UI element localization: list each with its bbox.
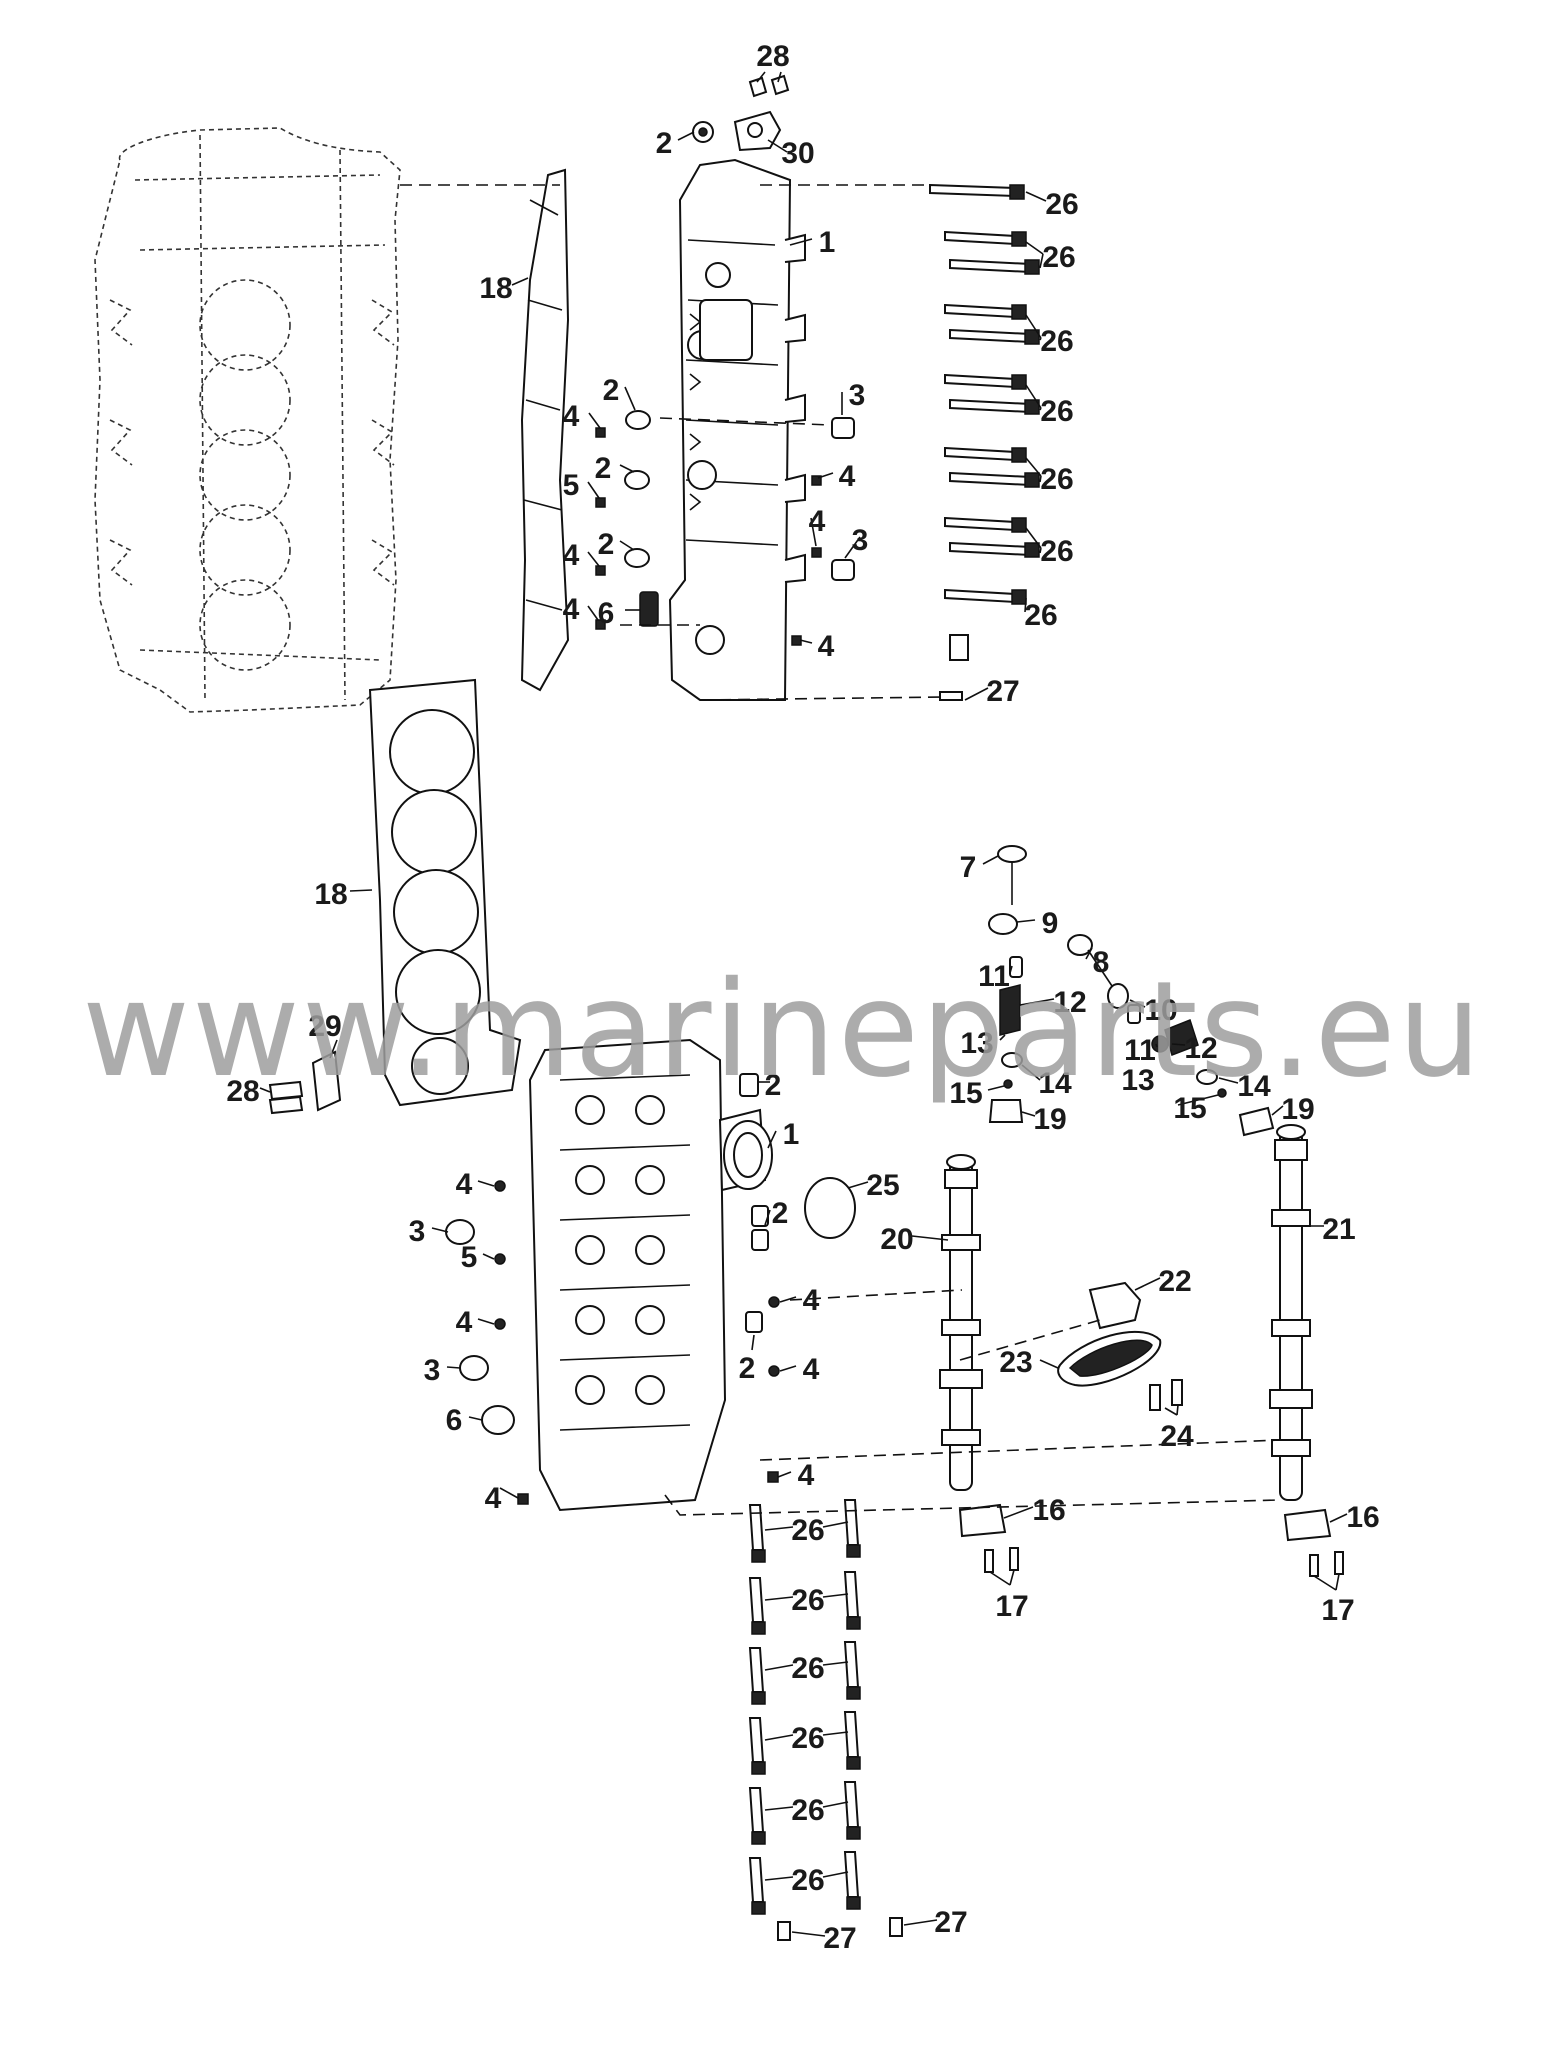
callout-14: 14	[1237, 1070, 1271, 1103]
callout-17: 17	[995, 1590, 1028, 1623]
callout-23: 23	[999, 1346, 1032, 1379]
callout-2: 2	[765, 1069, 782, 1102]
cam-caps	[958, 1503, 1344, 1577]
callout-11: 11	[978, 960, 1010, 993]
callout-10: 10	[1144, 994, 1177, 1027]
cylinder-head-lower	[528, 1038, 773, 1512]
timing-chain-parts	[1057, 1281, 1183, 1411]
callout-2: 2	[772, 1197, 789, 1230]
callout-4: 4	[798, 1459, 815, 1492]
callout-5: 5	[563, 469, 580, 502]
callout-6: 6	[598, 597, 615, 630]
callout-26: 26	[1024, 599, 1057, 632]
callout-27: 27	[823, 1922, 856, 1955]
callout-11: 11	[1124, 1034, 1156, 1067]
callout-17: 17	[1321, 1594, 1354, 1627]
callout-26: 26	[791, 1514, 824, 1547]
leader-lines	[259, 71, 1348, 1937]
callout-13: 13	[1121, 1064, 1154, 1097]
callout-27: 27	[934, 1906, 967, 1939]
watermark-text: www.marineparts.eu	[82, 953, 1483, 1107]
head-gasket-upper	[520, 168, 570, 692]
callout-2: 2	[739, 1352, 756, 1385]
callout-12: 12	[1184, 1032, 1217, 1065]
callout-3: 3	[852, 524, 869, 557]
callout-4: 4	[803, 1284, 820, 1317]
callout-28: 28	[226, 1075, 259, 1108]
callout-13: 13	[960, 1027, 993, 1060]
callout-18: 18	[314, 878, 347, 911]
callout-18: 18	[479, 272, 512, 305]
callout-4: 4	[485, 1482, 502, 1515]
callout-26: 26	[1040, 325, 1073, 358]
head-gasket-lower	[368, 678, 522, 1107]
camshaft-20	[939, 1154, 983, 1491]
callout-2: 2	[656, 127, 673, 160]
callout-4: 4	[456, 1306, 473, 1339]
callout-26: 26	[791, 1722, 824, 1755]
callout-4: 4	[809, 505, 826, 538]
callout-26: 26	[1040, 463, 1073, 496]
callout-4: 4	[803, 1353, 820, 1386]
callout-4: 4	[839, 460, 856, 493]
callout-26: 26	[791, 1864, 824, 1897]
callout-26: 26	[1040, 535, 1073, 568]
callout-12: 12	[1053, 986, 1086, 1019]
callout-25: 25	[866, 1169, 899, 1202]
callout-26: 26	[1045, 188, 1078, 221]
callout-19: 19	[1033, 1103, 1066, 1136]
valve-train	[988, 845, 1275, 1137]
callout-4: 4	[563, 593, 580, 626]
callout-15: 15	[949, 1077, 982, 1110]
callout-6: 6	[446, 1404, 463, 1437]
callout-19: 19	[1281, 1093, 1314, 1126]
callout-29: 29	[308, 1010, 341, 1043]
callout-30: 30	[781, 137, 814, 170]
upper-small-parts	[595, 410, 855, 646]
engine-block	[94, 127, 401, 713]
callout-22: 22	[1158, 1265, 1191, 1298]
callout-3: 3	[849, 379, 866, 412]
lower-head-bolts	[748, 1499, 903, 1941]
callout-24: 24	[1160, 1420, 1194, 1453]
callout-26: 26	[791, 1652, 824, 1685]
callout-4: 4	[563, 539, 580, 572]
lower-left-fittings	[268, 1050, 342, 1115]
lower-small-parts	[445, 1073, 856, 1505]
callout-5: 5	[461, 1241, 478, 1274]
assembly-lines	[400, 184, 1281, 1516]
callout-15: 15	[1173, 1092, 1206, 1125]
upper-head-bolts	[929, 183, 1040, 701]
callout-4: 4	[563, 400, 580, 433]
callout-1: 1	[783, 1118, 800, 1151]
camshaft-21	[1269, 1124, 1313, 1501]
callout-20: 20	[880, 1223, 913, 1256]
callout-21: 21	[1322, 1213, 1355, 1246]
callout-26: 26	[791, 1584, 824, 1617]
callout-4: 4	[456, 1168, 473, 1201]
callout-28: 28	[756, 40, 789, 73]
callout-3: 3	[409, 1215, 426, 1248]
callout-2: 2	[598, 528, 615, 561]
callout-3: 3	[424, 1354, 441, 1387]
callout-27: 27	[986, 675, 1019, 708]
callout-7: 7	[960, 851, 977, 884]
callout-9: 9	[1042, 907, 1059, 940]
callout-14: 14	[1038, 1067, 1072, 1100]
callout-4: 4	[818, 630, 835, 663]
callout-8: 8	[1093, 946, 1110, 979]
callout-26: 26	[1040, 395, 1073, 428]
cylinder-head-upper	[668, 74, 806, 701]
callout-2: 2	[595, 452, 612, 485]
callout-1: 1	[819, 226, 836, 259]
callout-2: 2	[603, 374, 620, 407]
callout-16: 16	[1346, 1501, 1379, 1534]
callout-26: 26	[791, 1794, 824, 1827]
callout-16: 16	[1032, 1494, 1065, 1527]
callout-26: 26	[1042, 241, 1075, 274]
